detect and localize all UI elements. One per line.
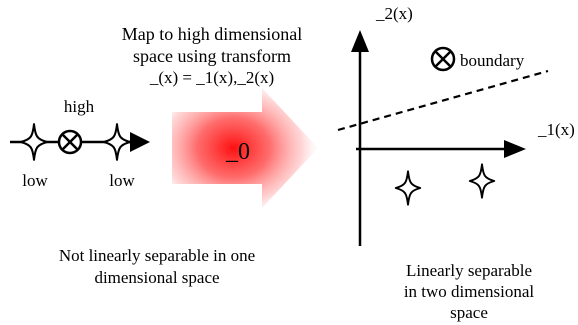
right-caption-line-3: space [450,303,488,322]
mapped-low-star-icon [468,163,496,199]
two-dimensional-panel: _2(x) _1(x) boundary Linearly separable … [337,4,575,322]
y-axis-arrowhead [351,30,369,52]
label-low-left: low [22,171,48,190]
low-class-star-icon [102,122,132,162]
one-d-axis-arrowhead [130,132,150,152]
mapping-arrow-glow [172,88,318,208]
label-low-right: low [109,171,135,190]
transform-caption-line-1: Map to high dimensional [122,24,302,44]
one-dimensional-panel: high low low Not linearly separable in o… [10,97,255,287]
right-caption-line-2: in two dimensional [404,282,535,301]
high-class-circled-x-icon [57,129,83,155]
left-caption-line-2: dimensional space [94,268,219,287]
y-axis-label: _2(x) [375,4,413,23]
right-caption-line-1: Linearly separable [406,261,532,280]
boundary-circled-x-icon [430,46,456,72]
label-high: high [64,97,95,116]
left-caption-line-1: Not linearly separable in one [59,246,255,265]
boundary-label: boundary [460,51,525,70]
x-axis-label: _1(x) [537,120,575,139]
decision-boundary-line [337,69,549,132]
low-class-star-icon [19,122,49,162]
mapping-arrow: _0 [172,88,318,208]
mapping-arrow-label: _0 [225,139,250,165]
x-axis-arrowhead [504,140,526,158]
transform-caption-line-3: _(x) = _1(x),_2(x) [149,68,274,87]
mapped-low-star-icon [394,170,422,206]
transform-caption-line-2: space using transform [133,46,291,66]
